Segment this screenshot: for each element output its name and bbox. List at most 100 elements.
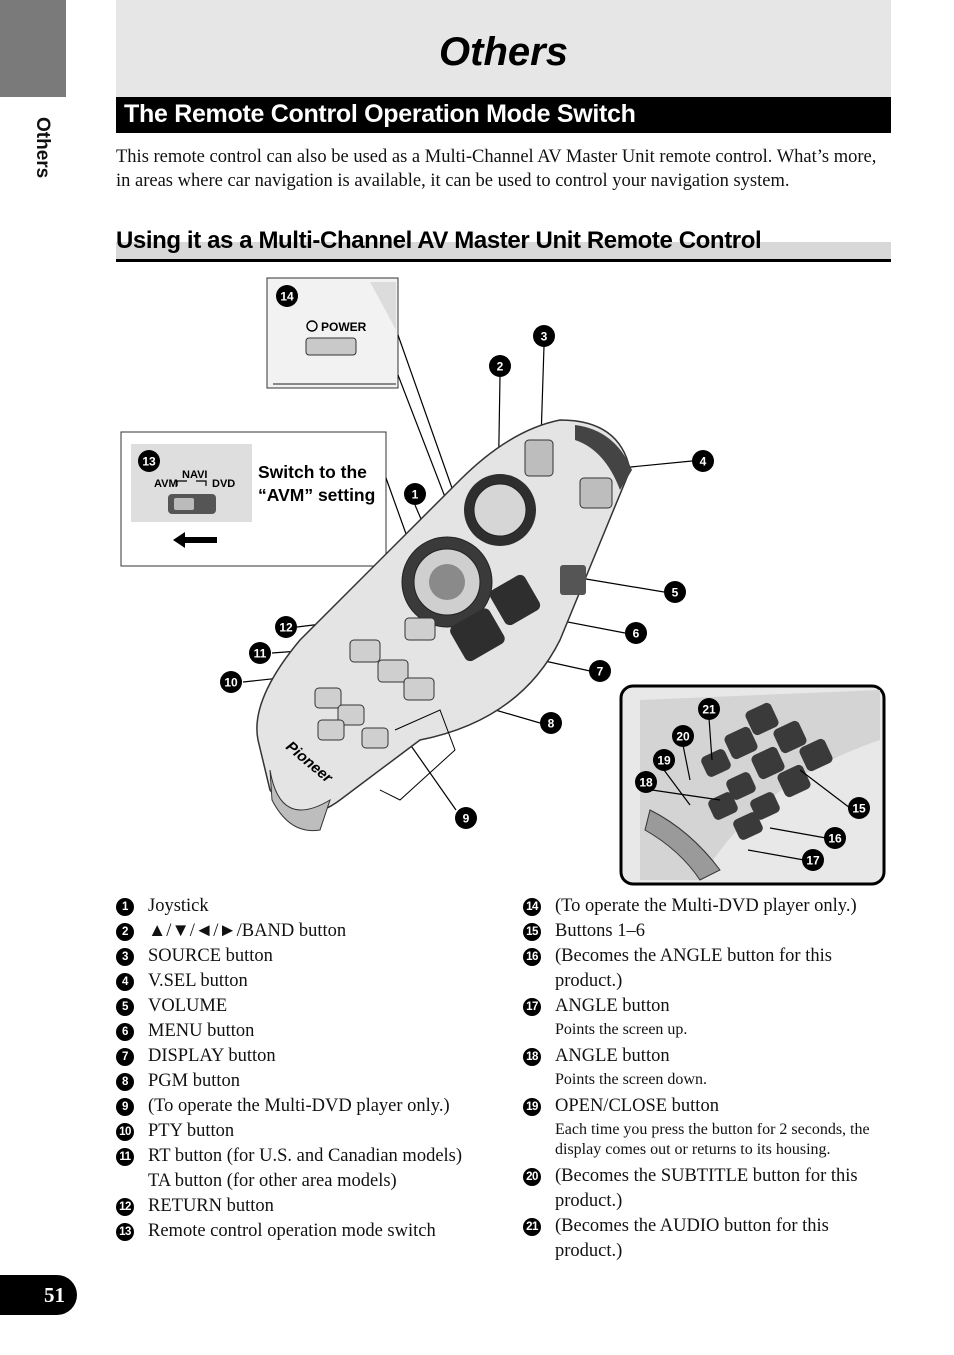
legend-number-badge: 2: [116, 923, 134, 941]
svg-text:15: 15: [852, 802, 866, 816]
svg-text:3: 3: [541, 330, 548, 344]
legend-text: (Becomes the SUBTITLE button for this pr…: [555, 1166, 858, 1211]
legend-number-badge: 19: [523, 1098, 541, 1116]
legend-item-13: 13 Remote control operation mode switch: [116, 1219, 496, 1244]
subheading-rule: [116, 259, 891, 262]
svg-text:13: 13: [142, 455, 156, 469]
legend-number-badge: 5: [116, 998, 134, 1016]
svg-text:20: 20: [676, 730, 690, 744]
legend-text: Remote control operation mode switch: [148, 1221, 436, 1241]
svg-text:7: 7: [597, 665, 604, 679]
marker-21: 21: [698, 698, 720, 720]
svg-text:17: 17: [806, 854, 820, 868]
svg-text:5: 5: [672, 586, 679, 600]
svg-text:16: 16: [828, 832, 842, 846]
marker-17: 17: [802, 849, 824, 871]
legend-number-badge: 1: [116, 898, 134, 916]
legend-text: (Becomes the ANGLE button for this produ…: [555, 946, 832, 991]
legend-extra-text: TA button (for other area models): [148, 1171, 397, 1191]
legend-number-badge: 13: [116, 1223, 134, 1241]
legend-text: Buttons 1–6: [555, 921, 645, 941]
svg-text:21: 21: [702, 703, 716, 717]
legend-number-badge: 7: [116, 1048, 134, 1066]
legend-note: Points the screen up.: [555, 1021, 688, 1038]
legend-item-1: 1 Joystick: [116, 894, 496, 919]
intro-paragraph: This remote control can also be used as …: [116, 147, 877, 191]
legend-item-2: 2▲/▼/◄/►/BAND button: [116, 919, 496, 944]
subheading: Using it as a Multi-Channel AV Master Un…: [116, 227, 762, 254]
marker-4: 4: [692, 450, 714, 472]
legend-text: ANGLE button: [555, 1046, 670, 1066]
callout-line-1: Switch to the: [258, 462, 367, 482]
legend-text: MENU button: [148, 1021, 255, 1041]
legend-text: (To operate the Multi-DVD player only.): [148, 1096, 450, 1116]
svg-text:19: 19: [657, 754, 671, 768]
legend-text: VOLUME: [148, 996, 228, 1016]
side-tab-block: [0, 0, 66, 97]
legend-number-badge: 6: [116, 1023, 134, 1041]
legend-item-15: 15 Buttons 1–6: [523, 919, 893, 944]
legend-number-badge: 15: [523, 923, 541, 941]
legend-text: (To operate the Multi-DVD player only.): [555, 896, 857, 916]
legend-number-badge: 16: [523, 948, 541, 966]
legend-number-badge: 9: [116, 1098, 134, 1116]
marker-8: 8: [540, 712, 562, 734]
legend-text: (Becomes the AUDIO button for this produ…: [555, 1216, 829, 1261]
power-label: POWER: [321, 320, 367, 334]
marker-5: 5: [664, 581, 686, 603]
legend-text: PTY button: [148, 1121, 235, 1141]
page-title: Others: [439, 30, 568, 74]
legend-item-8: 8 PGM button: [116, 1069, 496, 1094]
switch-label-navi: NAVI: [182, 469, 207, 481]
marker-12: 12: [275, 616, 297, 638]
marker-2: 2: [489, 355, 511, 377]
legend-text: DISPLAY button: [148, 1046, 276, 1066]
marker-6: 6: [625, 622, 647, 644]
legend-number-badge: 11: [116, 1148, 134, 1166]
legend-number-badge: 21: [523, 1218, 541, 1236]
legend-number-badge: 8: [116, 1073, 134, 1091]
legend-item-7: 7 DISPLAY button: [116, 1044, 496, 1069]
legend-item-16: 16 (Becomes the ANGLE button for this pro…: [523, 944, 893, 994]
svg-text:2: 2: [497, 360, 504, 374]
marker-7: 7: [589, 660, 611, 682]
legend-right: 14(To operate the Multi-DVD player only.…: [523, 894, 893, 1264]
marker-9: 9: [455, 807, 477, 829]
marker-11: 11: [249, 642, 271, 664]
keypad-inset: [619, 684, 886, 886]
brand-label: Pioneer: [282, 738, 336, 787]
svg-text:14: 14: [280, 290, 294, 304]
legend-text: OPEN/CLOSE button: [555, 1096, 719, 1116]
svg-text:6: 6: [633, 627, 640, 641]
legend-item-21: 21 (Becomes the AUDIO button for this pro…: [523, 1214, 893, 1264]
legend-note: Each time you press the button for 2 sec…: [555, 1121, 870, 1158]
legend-item-4: 4 V.SEL button: [116, 969, 496, 994]
section-heading: The Remote Control Operation Mode Switch: [116, 97, 891, 133]
legend-number-badge: 18: [523, 1048, 541, 1066]
subheading-band: [116, 242, 891, 259]
legend-item-9: 9 (To operate the Multi-DVD player only.): [116, 1094, 496, 1119]
side-tab-label: Others: [32, 117, 53, 179]
power-inset: POWER: [266, 277, 399, 389]
marker-14: 14: [276, 285, 298, 307]
legend-text: PGM button: [148, 1071, 241, 1091]
callout-line-2: “AVM” setting: [258, 485, 376, 505]
marker-13: 13: [138, 450, 160, 472]
svg-text:4: 4: [700, 455, 707, 469]
marker-18: 18: [635, 771, 657, 793]
legend-text: V.SEL button: [148, 971, 248, 991]
legend-text: Joystick: [148, 896, 209, 916]
legend-number-badge: 10: [116, 1123, 134, 1141]
switch-callout: Switch to the “AVM” setting: [258, 461, 375, 507]
title-band: [116, 0, 891, 97]
figure-markers: 14 3 2 4 13 1 5 12 6 11 7 10 8 9 21 20 1…: [138, 285, 870, 871]
svg-text:8: 8: [548, 717, 555, 731]
svg-text:11: 11: [254, 647, 267, 661]
legend-number-badge: 4: [116, 973, 134, 991]
legend-item-10: 10 PTY button: [116, 1119, 496, 1144]
